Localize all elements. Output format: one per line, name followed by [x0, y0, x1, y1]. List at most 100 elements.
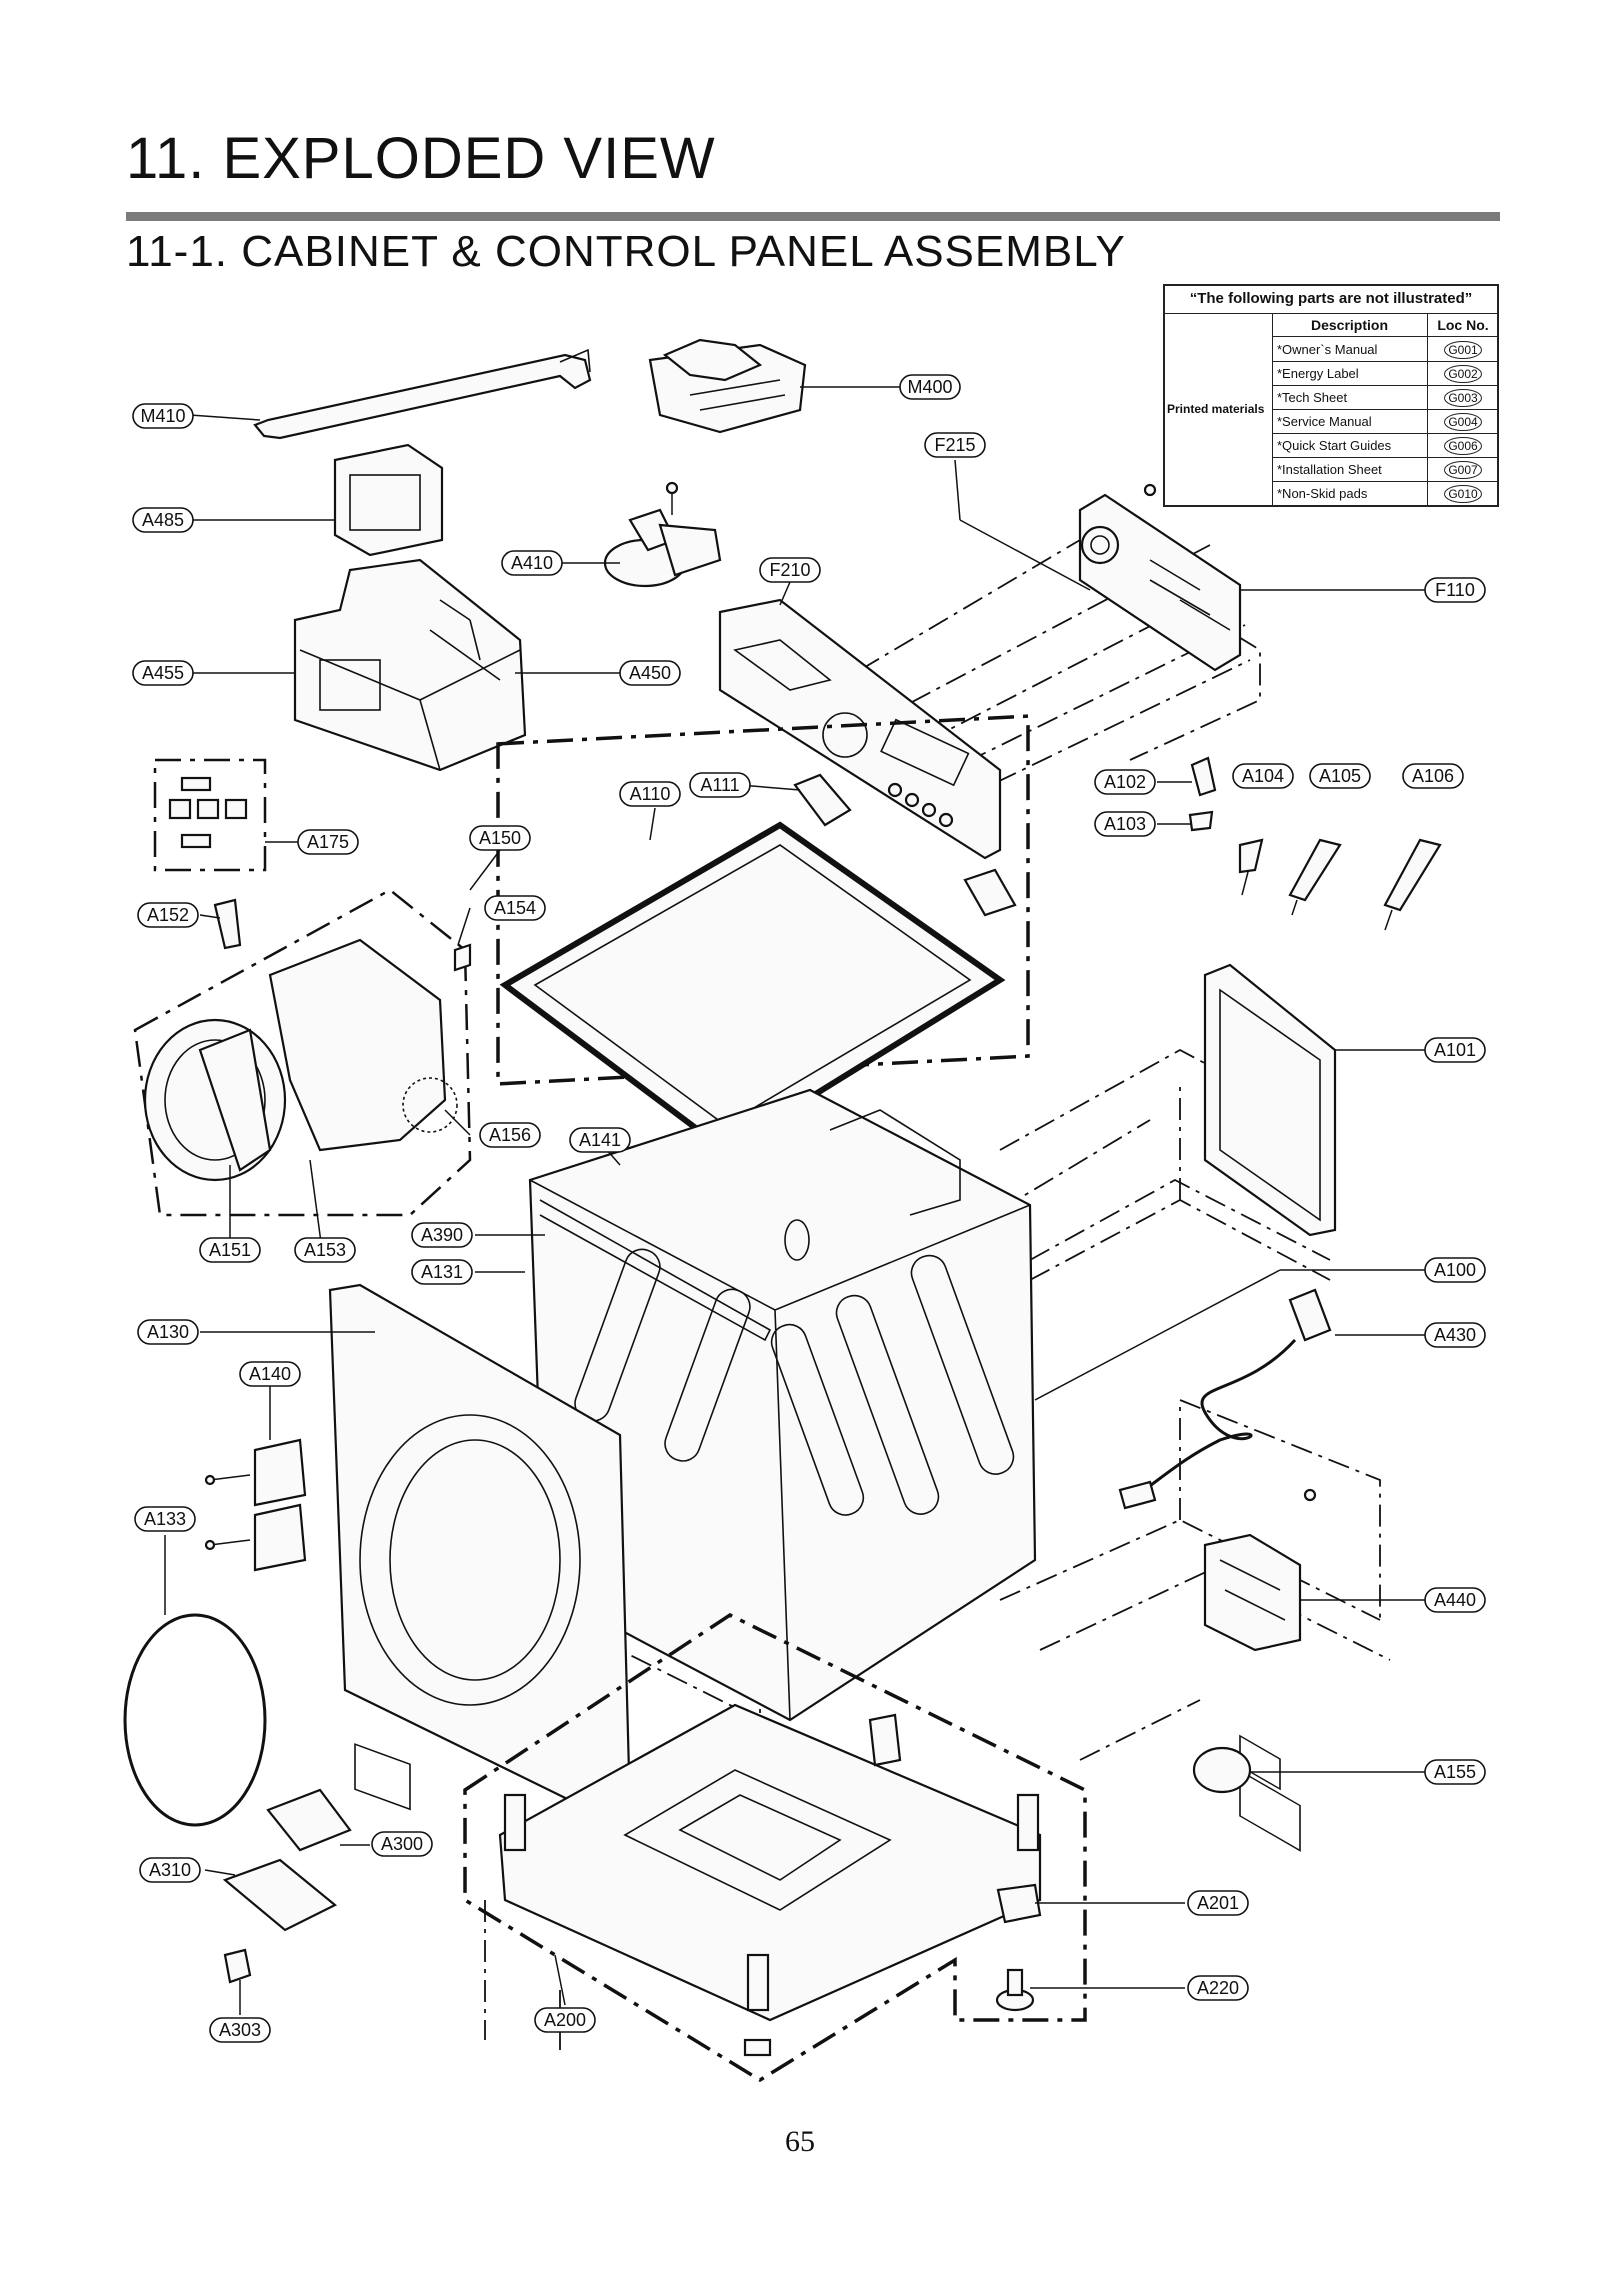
row-description: *Tech Sheet: [1277, 390, 1348, 405]
callout-a440-text: A440: [1434, 1590, 1476, 1610]
display-pcb-a485: [333, 443, 444, 557]
col-loc-header: Loc No.: [1437, 317, 1489, 333]
callout-a111: A111: [689, 772, 751, 798]
callout-a152: A152: [137, 902, 199, 928]
callout-a102: A102: [1094, 769, 1156, 795]
callout-a106: A106: [1402, 763, 1464, 789]
callout-a140-text: A140: [249, 1364, 291, 1384]
group-label: Printed materials: [1167, 402, 1265, 416]
callout-a485-text: A485: [142, 510, 184, 530]
door-assembly-a150: [133, 888, 472, 1217]
callout-a390: A390: [411, 1222, 473, 1248]
clips-a175: [153, 758, 267, 872]
callout-a103-text: A103: [1104, 814, 1146, 834]
callout-a140: A140: [239, 1361, 301, 1387]
callout-a152-text: A152: [147, 905, 189, 925]
callout-a151-text: A151: [209, 1240, 251, 1260]
row-loc: G006: [1444, 437, 1482, 455]
callout-a133: A133: [134, 1506, 196, 1532]
callout-a440: A440: [1424, 1587, 1486, 1613]
callout-f210-text: F210: [769, 560, 810, 580]
callout-a105: A105: [1309, 763, 1371, 789]
cap-a155: [1192, 1746, 1252, 1794]
callout-a220: A220: [1187, 1975, 1249, 2001]
callout-a175-text: A175: [307, 832, 349, 852]
callout-a156-text: A156: [489, 1125, 531, 1145]
back-panel-a101: [1203, 963, 1337, 1852]
parts-not-illustrated-table: “The following parts are not illustrated…: [1163, 284, 1499, 507]
callout-labels: M410 M400 F215 A485 A410 F210 F110 A455 …: [132, 374, 1486, 2043]
callout-a100-text: A100: [1434, 1260, 1476, 1280]
bracket-m410: [253, 348, 592, 440]
callout-a410-text: A410: [511, 553, 553, 573]
callout-m400-text: M400: [907, 377, 952, 397]
callout-m410: M410: [132, 403, 194, 429]
callout-a141: A141: [569, 1127, 631, 1153]
callout-a201: A201: [1187, 1890, 1249, 1916]
callout-a156: A156: [479, 1122, 541, 1148]
row-loc: G004: [1444, 413, 1482, 431]
section-title: 11. EXPLODED VIEW: [126, 126, 716, 191]
legs-a201-a220: [995, 1883, 1042, 2012]
title-rule: [126, 212, 1500, 221]
callout-a300-text: A300: [381, 1834, 423, 1854]
subsection-title: 11-1. CABINET & CONTROL PANEL ASSEMBLY: [126, 227, 1126, 276]
callout-a450: A450: [619, 660, 681, 686]
callout-a110: A110: [619, 781, 681, 807]
callout-a130: A130: [137, 1319, 199, 1345]
row-description: *Quick Start Guides: [1277, 438, 1392, 453]
callout-a110-text: A110: [630, 784, 671, 804]
part-a410: [603, 481, 722, 588]
row-description: *Installation Sheet: [1277, 462, 1382, 477]
callout-a450-text: A450: [629, 663, 671, 683]
leader-lines: [164, 386, 1470, 2015]
callout-a200: A200: [534, 2007, 596, 2033]
callout-f215-text: F215: [934, 435, 975, 455]
callout-a201-text: A201: [1197, 1893, 1239, 1913]
callout-a455: A455: [132, 660, 194, 686]
noise-filter-a440: [1203, 1488, 1317, 1652]
row-loc: G010: [1444, 485, 1482, 503]
small-parts-a102-a106: [1188, 756, 1442, 931]
row-description: *Owner`s Manual: [1277, 342, 1378, 357]
row-loc: G002: [1444, 365, 1482, 383]
module-m400: [648, 338, 807, 434]
callout-a131-text: A131: [421, 1262, 463, 1282]
callout-a390-text: A390: [421, 1225, 463, 1245]
callout-a104-text: A104: [1242, 766, 1284, 786]
callout-m400: M400: [899, 374, 961, 400]
callout-a111-text: A111: [700, 775, 739, 795]
col-description-header: Description: [1310, 317, 1388, 333]
table-caption: “The following parts are not illustrated…: [1189, 290, 1473, 307]
table-grid: Description Loc No. Printed materials *O…: [1165, 313, 1497, 505]
callout-a153-text: A153: [304, 1240, 346, 1260]
callout-a141-text: A141: [579, 1130, 621, 1150]
callout-a485: A485: [132, 507, 194, 533]
hinges-a140: [204, 1438, 307, 1572]
callout-a155: A155: [1424, 1759, 1486, 1785]
callout-a106-text: A106: [1412, 766, 1454, 786]
main-pcb-a450: [293, 558, 527, 772]
callout-a133-text: A133: [144, 1509, 186, 1529]
callout-f110: F110: [1424, 577, 1486, 603]
callout-a430: A430: [1424, 1322, 1486, 1348]
callout-a220-text: A220: [1197, 1978, 1239, 1998]
callout-a151: A151: [199, 1237, 261, 1263]
callout-a104: A104: [1232, 763, 1294, 789]
callout-f215: F215: [924, 432, 986, 458]
callout-a101: A101: [1424, 1037, 1486, 1063]
callout-a105-text: A105: [1319, 766, 1361, 786]
callout-a154-text: A154: [494, 898, 536, 918]
row-loc: G003: [1444, 389, 1482, 407]
callout-a102-text: A102: [1104, 772, 1146, 792]
callout-a100: A100: [1424, 1257, 1486, 1283]
callout-a103: A103: [1094, 811, 1156, 837]
callout-a310: A310: [139, 1857, 201, 1883]
callout-a150-text: A150: [479, 828, 521, 848]
power-cord-a430: [1118, 1288, 1332, 1510]
row-loc: G007: [1444, 461, 1482, 479]
row-description: *Non-Skid pads: [1277, 486, 1368, 501]
callout-a410: A410: [501, 550, 563, 576]
